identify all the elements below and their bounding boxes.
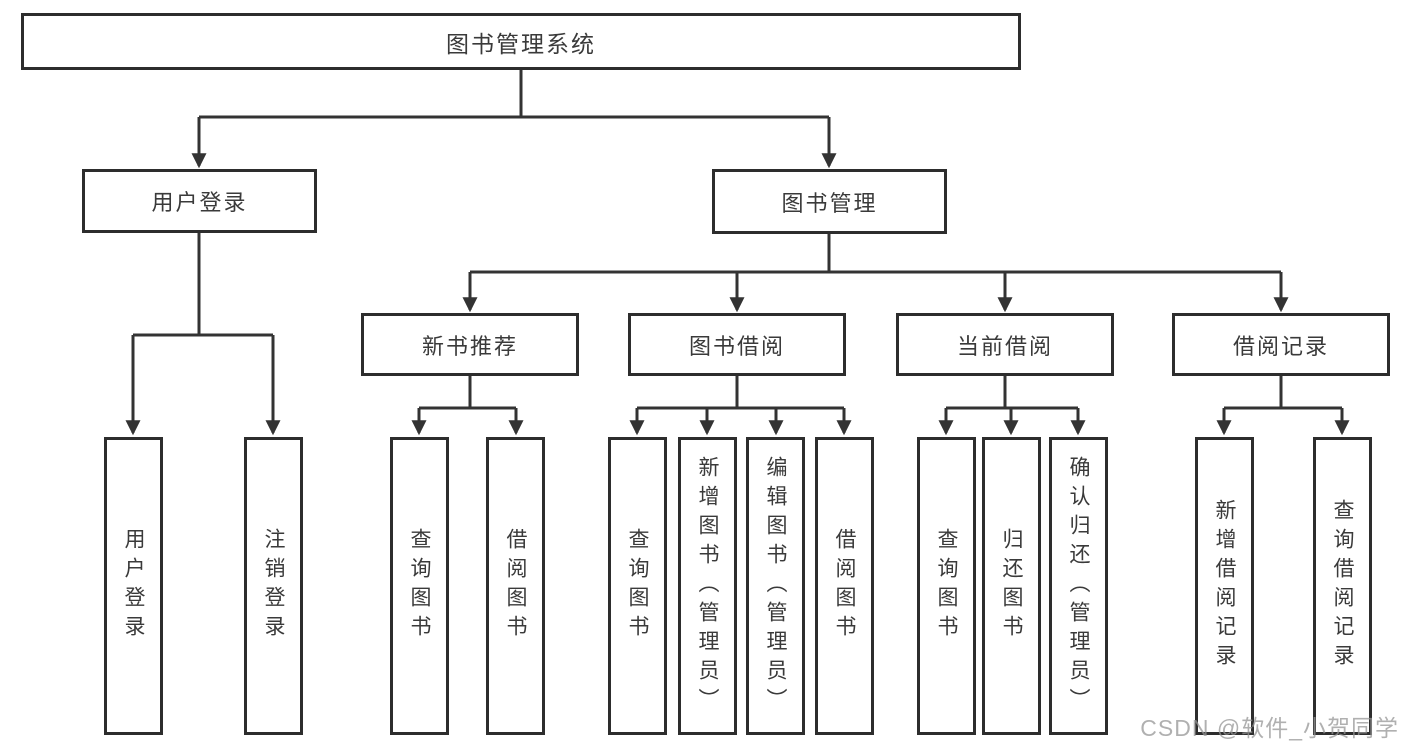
leaf-recommend-borrow-books-label: 借阅图书: [504, 528, 527, 644]
leaf-user-login: 用户登录: [104, 437, 163, 735]
leaf-recommend-query-books: 查询图书: [390, 437, 449, 735]
leaf-borrow-borrow-books: 借阅图书: [815, 437, 874, 735]
leaf-records-query-record: 查询借阅记录: [1313, 437, 1372, 735]
leaf-current-confirm-return-admin-label: 确认归还（管理员）: [1067, 455, 1090, 717]
leaf-recommend-borrow-books: 借阅图书: [486, 437, 545, 735]
node-book-borrow: 图书借阅: [628, 313, 846, 376]
node-current-borrow: 当前借阅: [896, 313, 1114, 376]
node-current-borrow-label: 当前借阅: [956, 333, 1053, 359]
node-root-system: 图书管理系统: [21, 13, 1021, 70]
leaf-borrow-query-books: 查询图书: [608, 437, 667, 735]
leaf-current-return-books: 归还图书: [982, 437, 1041, 735]
leaf-current-query-books-label: 查询图书: [935, 528, 958, 644]
leaf-current-return-books-label: 归还图书: [1000, 528, 1023, 644]
leaf-user-login-label: 用户登录: [122, 528, 145, 644]
leaf-records-query-record-label: 查询借阅记录: [1331, 499, 1354, 673]
node-user-login-label: 用户登录: [151, 190, 248, 215]
node-borrow-records: 借阅记录: [1172, 313, 1390, 376]
node-new-book-recommend: 新书推荐: [361, 313, 579, 376]
leaf-borrow-edit-books-admin-label: 编辑图书（管理员）: [764, 455, 787, 717]
leaf-records-add-record: 新增借阅记录: [1195, 437, 1254, 735]
leaf-current-query-books: 查询图书: [917, 437, 976, 735]
leaf-borrow-edit-books-admin: 编辑图书（管理员）: [746, 437, 805, 735]
leaf-logout-label: 注销登录: [262, 528, 285, 644]
leaf-current-confirm-return-admin: 确认归还（管理员）: [1049, 437, 1108, 735]
leaf-records-add-record-label: 新增借阅记录: [1213, 499, 1236, 673]
leaf-borrow-add-books-admin-label: 新增图书（管理员）: [696, 455, 719, 717]
node-book-borrow-label: 图书借阅: [688, 333, 785, 359]
node-root-label: 图书管理系统: [446, 30, 596, 57]
leaf-recommend-query-books-label: 查询图书: [408, 528, 431, 644]
leaf-borrow-add-books-admin: 新增图书（管理员）: [678, 437, 737, 735]
node-book-management-label: 图书管理: [781, 190, 878, 216]
node-book-management: 图书管理: [712, 169, 947, 234]
node-user-login: 用户登录: [82, 169, 317, 233]
leaf-borrow-borrow-books-label: 借阅图书: [833, 528, 856, 644]
node-new-book-recommend-label: 新书推荐: [421, 333, 518, 359]
leaf-borrow-query-books-label: 查询图书: [626, 528, 649, 644]
leaf-logout: 注销登录: [244, 437, 303, 735]
node-borrow-records-label: 借阅记录: [1232, 333, 1329, 359]
